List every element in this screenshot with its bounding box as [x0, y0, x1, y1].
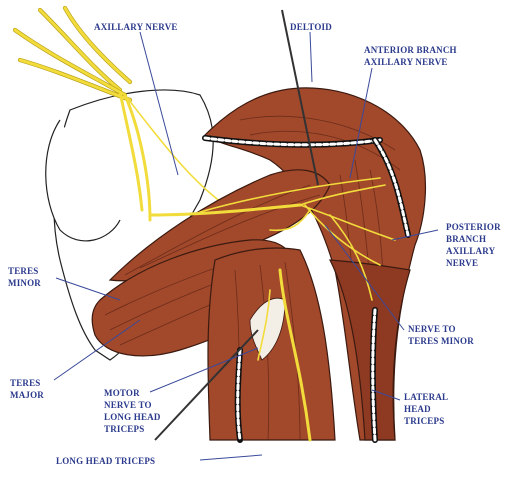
label-lateral-head-triceps: LATERAL HEAD TRICEPS	[404, 392, 448, 426]
label-axillary-nerve: AXILLARY NERVE	[94, 22, 178, 32]
label-posterior-branch-line3: AXILLARY	[446, 246, 496, 256]
label-motor-nerve-line3: LONG HEAD	[104, 412, 161, 422]
label-deltoid: DELTOID	[290, 22, 332, 32]
label-teres-minor-line1: TERES	[8, 266, 39, 276]
label-anterior-branch: ANTERIOR BRANCH AXILLARY NERVE	[364, 45, 457, 67]
label-posterior-branch: POSTERIOR BRANCH AXILLARY NERVE	[446, 222, 501, 268]
label-lateral-head-line2: HEAD	[404, 404, 431, 414]
label-motor-nerve-line4: TRICEPS	[104, 424, 144, 434]
label-posterior-branch-line1: POSTERIOR	[446, 222, 501, 232]
lateral-head-triceps-muscle	[330, 260, 410, 440]
label-motor-nerve-line1: MOTOR	[104, 388, 140, 398]
label-teres-major-line1: TERES	[10, 378, 41, 388]
label-nerve-to-teres-minor: NERVE TO TERES MINOR	[408, 324, 474, 346]
label-anterior-branch-line1: ANTERIOR BRANCH	[364, 45, 457, 55]
label-lateral-head-line1: LATERAL	[404, 392, 448, 402]
label-nerve-to-teres-minor-line1: NERVE TO	[408, 324, 456, 334]
label-nerve-to-teres-minor-line2: TERES MINOR	[408, 336, 474, 346]
label-long-head-triceps: LONG HEAD TRICEPS	[56, 456, 155, 466]
label-teres-minor: TERES MINOR	[8, 266, 41, 288]
label-posterior-branch-line2: BRANCH	[446, 234, 486, 244]
label-motor-nerve-line2: NERVE TO	[104, 400, 152, 410]
label-teres-minor-line2: MINOR	[8, 278, 41, 288]
label-teres-major-line2: MAJOR	[10, 390, 44, 400]
label-lateral-head-line3: TRICEPS	[404, 416, 444, 426]
label-posterior-branch-line4: NERVE	[446, 258, 478, 268]
label-teres-major: TERES MAJOR	[10, 378, 44, 400]
label-anterior-branch-line2: AXILLARY NERVE	[364, 57, 448, 67]
label-motor-nerve: MOTOR NERVE TO LONG HEAD TRICEPS	[104, 388, 161, 434]
